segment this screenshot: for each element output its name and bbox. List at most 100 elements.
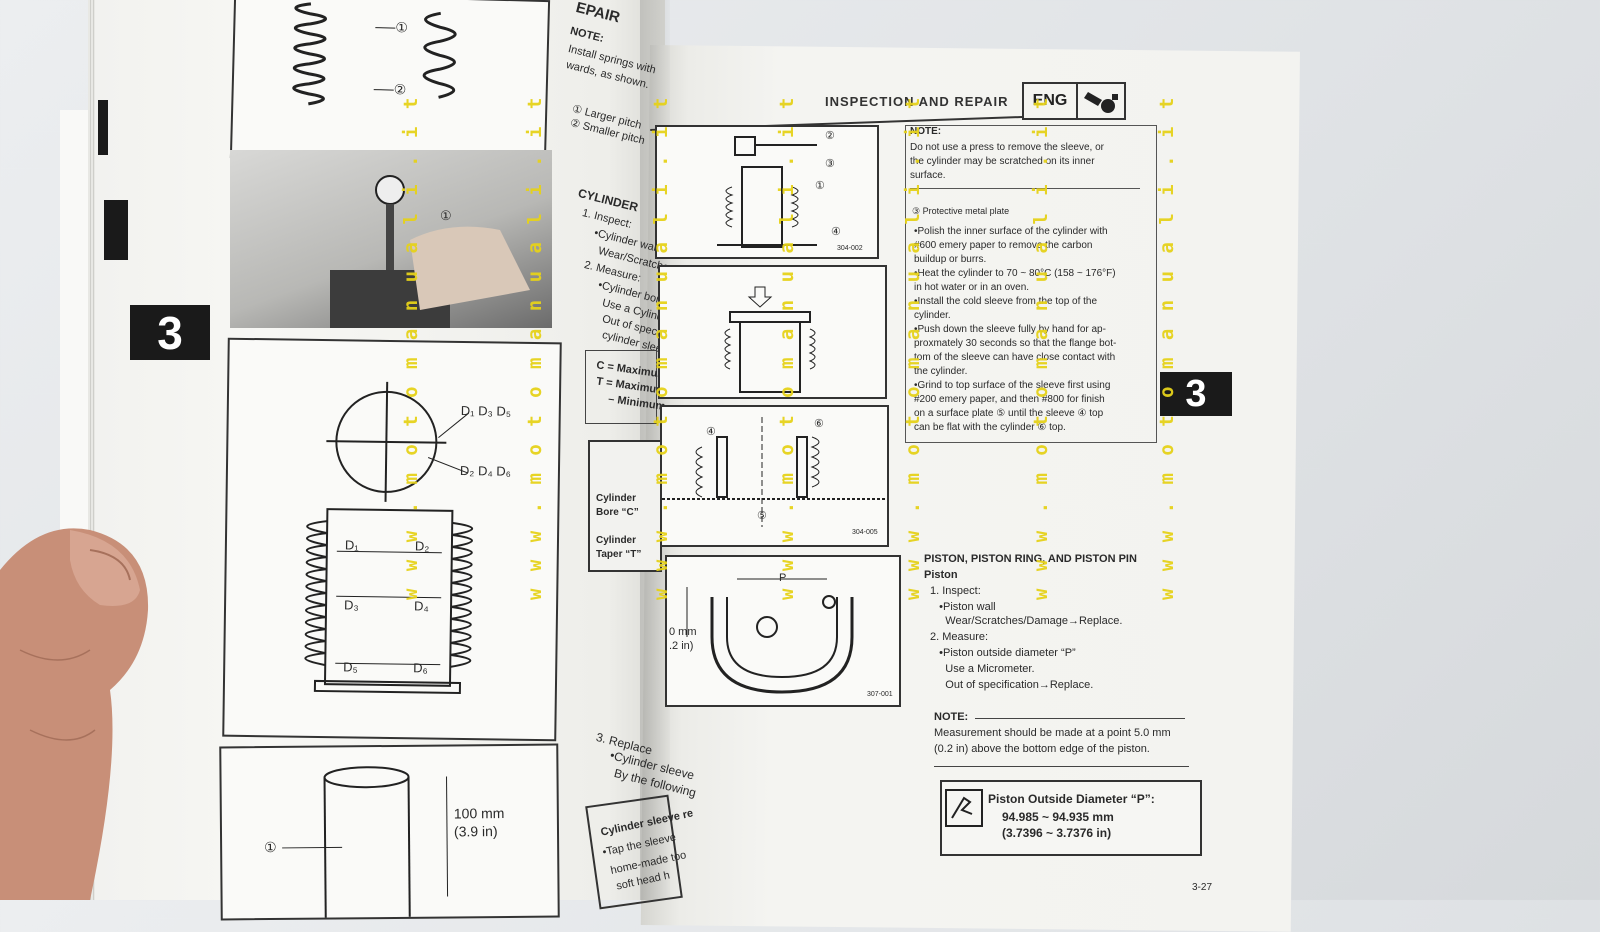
page-header-title: INSPECTION AND REPAIR bbox=[825, 94, 1009, 109]
install-diagram bbox=[724, 286, 816, 393]
bullet-2: #600 emery paper to remove the carbon bbox=[914, 240, 1093, 251]
bullet-1: •Polish the inner surface of the cylinde… bbox=[914, 226, 1108, 237]
watermark-7: w w w . m o t o m a n u a l i . i t bbox=[1156, 94, 1178, 600]
sleeve-figure: 100 mm (3.9 in) ① bbox=[219, 743, 560, 921]
note-text-3: surface. bbox=[910, 170, 946, 181]
spec-title: Piston Outside Diameter “P”: bbox=[988, 792, 1155, 806]
sleeve-diagram bbox=[282, 766, 449, 918]
piston-subheading: Piston bbox=[924, 569, 958, 581]
dial-gauge-illustration bbox=[330, 175, 530, 328]
note2-label: NOTE: bbox=[934, 711, 969, 723]
note-label: NOTE: bbox=[910, 126, 942, 137]
piston-step-2: •Piston wall bbox=[930, 601, 996, 613]
bullet-8: •Push down the sleeve fully by hand for … bbox=[914, 324, 1106, 335]
piston-step-5: •Piston outside diameter “P” bbox=[930, 647, 1076, 659]
label-d6: D₆ bbox=[413, 660, 428, 676]
bore-measure-figure: D₁ D₃ D₅ D₂ D₄ D₆ D₁ D₂ D₃ D₄ D₅ D₆ bbox=[222, 337, 562, 742]
grind-callout-6: ⑥ bbox=[814, 418, 824, 430]
fig-code-1: 304-002 bbox=[837, 245, 863, 252]
watermark-6: w w w . m o t o m a n u a l i . i t bbox=[1030, 94, 1052, 600]
grind-figure: ④ ⑥ ⑤ 304-005 bbox=[660, 405, 889, 547]
fig-code-2: 304-005 bbox=[852, 529, 878, 536]
press-callout-1: ① bbox=[815, 180, 825, 192]
section-tab-left: 3 bbox=[130, 305, 210, 360]
caliper-icon bbox=[945, 789, 983, 827]
bullet-13: #200 emery paper, and then #800 for fini… bbox=[914, 394, 1105, 405]
bullet-9: proxmately 30 seconds so that the flange… bbox=[914, 338, 1117, 349]
bullet-15: can be flat with the cylinder ⑥ top. bbox=[914, 422, 1066, 433]
piston-step-4: 2. Measure: bbox=[930, 631, 989, 643]
eng-label: ENG bbox=[1024, 84, 1078, 118]
piston-heading: PISTON, PISTON RING, AND PISTON PIN bbox=[924, 553, 1137, 565]
hand bbox=[0, 528, 149, 900]
watermark-1: w w w . m o t o m a n u a l i . i t bbox=[400, 94, 422, 600]
label-d-lower: D₂ D₄ D₆ bbox=[459, 462, 512, 479]
note-rule bbox=[910, 188, 1140, 189]
watermark-2: w w w . m o t o m a n u a l i . i t bbox=[524, 94, 546, 600]
piston-diagram bbox=[686, 578, 854, 694]
bullet-12: •Grind to top surface of the sleeve firs… bbox=[914, 380, 1111, 391]
note-text-1: Do not use a press to remove the sleeve,… bbox=[910, 142, 1104, 153]
bullet-7: cylinder. bbox=[914, 310, 951, 321]
edge-marker-1 bbox=[98, 100, 108, 155]
piston-step-3: Wear/Scratches/Damage→Replace. bbox=[930, 615, 1123, 627]
piston-figure: P 0 mm .2 in) 307-001 bbox=[665, 555, 901, 707]
label-d1: D₁ bbox=[344, 537, 359, 553]
callout-1: ① bbox=[395, 19, 409, 36]
photo-callout: ① bbox=[440, 208, 452, 223]
bullet-5: in hot water or in an oven. bbox=[914, 282, 1030, 293]
bullet-3: buildup or burrs. bbox=[914, 254, 987, 265]
watermark-3: w w w . m o t o m a n u a l i . i t bbox=[650, 94, 672, 600]
grind-callout-4: ④ bbox=[706, 426, 716, 438]
watermark-5: w w w . m o t o m a n u a l i . i t bbox=[902, 94, 924, 600]
engine-icon bbox=[1084, 92, 1118, 113]
press-diagram bbox=[717, 136, 817, 248]
grind-diagram bbox=[662, 417, 887, 527]
label-d5: D₅ bbox=[343, 659, 358, 675]
bore-diagram bbox=[304, 381, 474, 694]
bullet-14: on a surface plate ⑤ until the sleeve ④ … bbox=[914, 408, 1104, 419]
label-d-upper: D₁ D₃ D₅ bbox=[460, 402, 512, 419]
formula-box bbox=[585, 350, 657, 424]
bullet-10: tom of the sleeve can have close contact… bbox=[914, 352, 1116, 363]
piston-step-1: 1. Inspect: bbox=[930, 585, 981, 597]
note2-text-2: (0.2 in) above the bottom edge of the pi… bbox=[934, 743, 1150, 755]
label-d3: D₃ bbox=[343, 597, 359, 613]
piston-fig-dim-1: 0 mm bbox=[669, 626, 697, 638]
spring-diagram bbox=[292, 2, 457, 106]
grind-callout-5: ⑤ bbox=[757, 510, 767, 522]
bullet-4: •Heat the cylinder to 70 ~ 80°C (158 ~ 1… bbox=[914, 268, 1116, 279]
spec-value: 94.985 ~ 94.935 mm bbox=[1002, 810, 1114, 824]
piston-step-6: Use a Micrometer. bbox=[930, 663, 1035, 675]
spring-figure: ① ② bbox=[229, 0, 551, 167]
note2-rule-top bbox=[975, 718, 1185, 719]
press-callout-2: ② bbox=[825, 130, 835, 142]
sleeve-length-in: (3.9 in) bbox=[453, 823, 498, 840]
page-number: 3-27 bbox=[1192, 882, 1213, 893]
bullet-11: the cylinder. bbox=[914, 366, 968, 377]
press-figure: ② ③ ① ④ 304-002 bbox=[655, 125, 879, 259]
note2-rule-bottom bbox=[934, 766, 1189, 767]
note2-text-1: Measurement should be made at a point 5.… bbox=[934, 727, 1171, 739]
sleeve-length: 100 mm bbox=[453, 804, 505, 822]
bullet-6: •Install the cold sleeve from the top of… bbox=[914, 296, 1098, 307]
watermark-4: w w w . m o t o m a n u a l i . i t bbox=[776, 94, 798, 600]
fig-code-3: 307-001 bbox=[867, 691, 893, 698]
piston-fig-p: P bbox=[779, 572, 787, 584]
note-box bbox=[905, 125, 1157, 443]
eng-badge: ENG bbox=[1022, 82, 1126, 120]
photo-scene: 3 ① ② ① bbox=[0, 0, 1300, 932]
piston-spec-box: Piston Outside Diameter “P”: 94.985 ~ 94… bbox=[940, 780, 1202, 856]
install-figure bbox=[658, 265, 887, 399]
section-tab-right: 3 bbox=[1160, 372, 1232, 416]
edge-marker-2 bbox=[104, 200, 128, 260]
label-d4: D₄ bbox=[413, 598, 429, 614]
dial-gauge-photo: ① bbox=[230, 150, 552, 328]
table-row-bore: Cylinder Bore “C” bbox=[596, 493, 639, 518]
protective-plate-label: ③ Protective metal plate bbox=[912, 206, 1010, 216]
piston-fig-dim-2: .2 in) bbox=[669, 640, 694, 652]
table-row-taper: Cylinder Taper “T” bbox=[596, 535, 642, 560]
piston-step-7: Out of specification→Replace. bbox=[930, 679, 1094, 691]
press-callout-3: ③ bbox=[825, 158, 835, 170]
press-callout-4: ④ bbox=[831, 226, 841, 238]
